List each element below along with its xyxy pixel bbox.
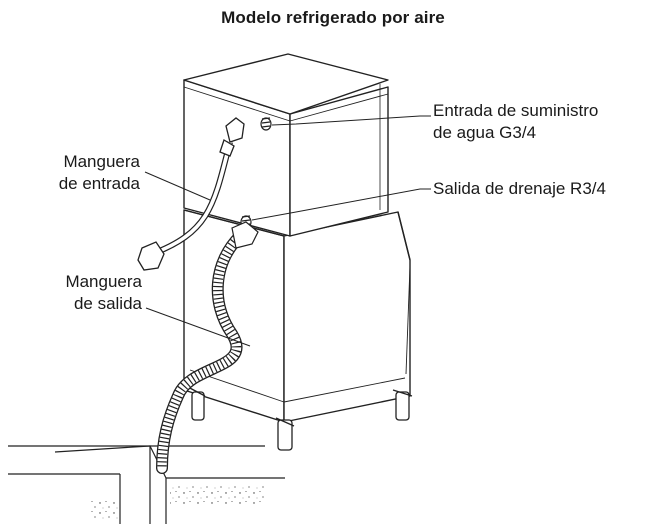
label-inlet-hose-line-1: Manguera	[63, 152, 140, 171]
label-inlet-hose-line-2: de entrada	[58, 174, 140, 193]
label-outlet-hose: Manguera de salida	[20, 271, 142, 315]
label-drain-outlet: Salida de drenaje R3/4	[433, 178, 606, 200]
leader-lines	[144, 115, 431, 347]
inlet-hose-drawing	[137, 117, 245, 271]
label-water-supply-inlet: Entrada de suministro de agua G3/4	[433, 100, 598, 144]
diagram-title: Modelo refrigerado por aire	[221, 8, 445, 27]
label-outlet-hose-line-2: de salida	[73, 294, 142, 313]
machine-legs	[185, 385, 413, 451]
label-outlet-hose-line-1: Manguera	[65, 272, 142, 291]
label-drain-outlet-line-1: Salida de drenaje R3/4	[433, 179, 606, 198]
water-inlet-fitting	[260, 117, 272, 131]
label-water-supply-inlet-line-1: Entrada de suministro	[433, 101, 599, 120]
label-water-supply-inlet-line-2: de agua G3/4	[433, 123, 537, 142]
outlet-hose-drawing	[156, 221, 259, 474]
label-inlet-hose: Manguera de entrada	[20, 151, 140, 195]
ice-maker-head-unit	[183, 53, 389, 237]
concrete-drain-curb	[8, 445, 285, 524]
